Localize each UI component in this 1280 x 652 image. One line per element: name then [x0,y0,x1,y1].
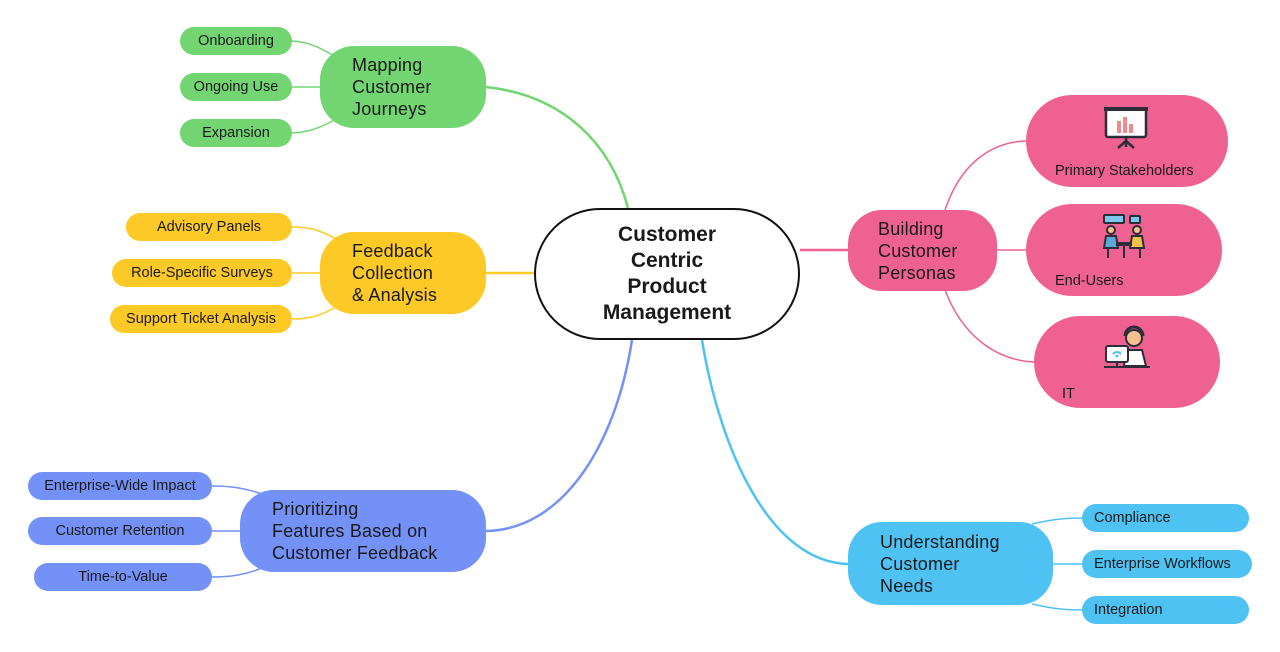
branch-label: Mapping Customer Journeys [352,55,432,119]
leaf-onboarding[interactable]: Onboarding [180,27,292,55]
leaf-expansion[interactable]: Expansion [180,119,292,147]
edge-prioritizing-1 [211,485,263,495]
leaf-time-to-value[interactable]: Time-to-Value [34,563,212,591]
persona-label: Primary Stakeholders [1055,163,1194,179]
branch-building-customer-personas[interactable]: Building Customer Personas [848,210,997,291]
edge-needs-3 [1031,603,1083,611]
branch-understanding-customer-needs[interactable]: Understanding Customer Needs [848,522,1053,605]
leaf-advisory-panels[interactable]: Advisory Panels [126,213,292,241]
branch-feedback-collection[interactable]: Feedback Collection & Analysis [320,232,486,314]
central-topic[interactable]: Customer Centric Product Management [534,208,800,340]
edge-personas-3 [944,289,1035,363]
edge-center-needs [700,339,849,566]
edge-journeys-3 [291,117,339,134]
leaf-integration[interactable]: Integration [1082,596,1249,624]
persona-primary-stakeholders[interactable]: Primary Stakeholders [1026,95,1228,187]
branch-prioritizing-features[interactable]: Prioritizing Features Based on Customer … [240,490,486,572]
branch-mapping-customer-journeys[interactable]: Mapping Customer Journeys [320,46,486,128]
central-topic-label: Customer Centric Product Management [602,223,732,324]
team-meeting-icon [1102,214,1146,258]
branch-label: Feedback Collection & Analysis [352,241,438,305]
leaf-support-ticket-analysis[interactable]: Support Ticket Analysis [110,305,292,333]
persona-label: IT [1062,386,1075,402]
leaf-compliance[interactable]: Compliance [1082,504,1249,532]
branch-label: Building Customer Personas [878,218,958,283]
support-agent-icon [1104,325,1150,368]
leaf-enterprise-workflows[interactable]: Enterprise Workflows [1082,550,1252,578]
branch-label: Prioritizing Features Based on Customer … [272,499,438,563]
leaf-customer-retention[interactable]: Customer Retention [28,517,212,545]
leaf-enterprise-wide-impact[interactable]: Enterprise-Wide Impact [28,472,212,500]
persona-end-users[interactable]: End-Users [1026,204,1222,296]
persona-label: End-Users [1055,273,1124,289]
leaf-ongoing-use[interactable]: Ongoing Use [180,73,292,101]
presentation-board-icon [1104,107,1148,149]
edge-center-journeys [485,85,630,209]
edge-personas-1 [944,140,1027,211]
edge-needs-1 [1031,517,1083,525]
persona-it[interactable]: IT [1034,316,1220,408]
edge-feedback-3 [291,305,339,320]
edge-center-prioritizing [485,339,634,533]
edge-feedback-1 [291,226,339,241]
edge-prioritizing-3 [211,567,263,578]
leaf-role-specific-surveys[interactable]: Role-Specific Surveys [112,259,292,287]
branch-label: Understanding Customer Needs [880,531,1000,596]
